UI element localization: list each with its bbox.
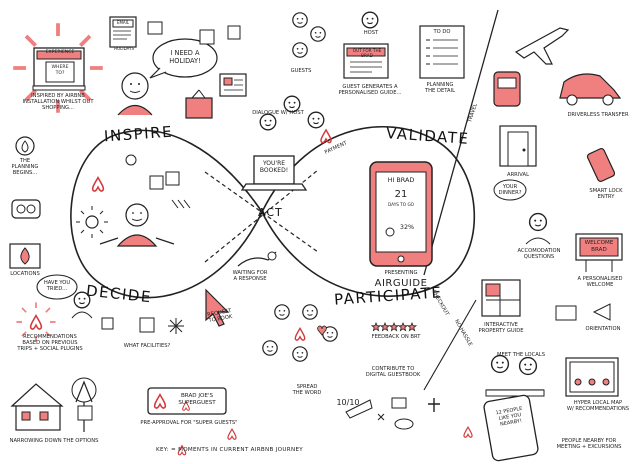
tripadvisor-icon xyxy=(11,199,41,219)
label-accommodation: ACCOMODATION QUESTIONS xyxy=(517,248,561,261)
advisor-person xyxy=(36,274,93,319)
kiosk-where-to: WHERE TO? xyxy=(51,65,69,77)
label-airguide: AIRGUIDE xyxy=(374,278,428,289)
planning-pin-icon xyxy=(15,136,35,156)
label-contribute: CONTRIBUTE TO DIGITAL GUESTBOOK xyxy=(365,366,421,379)
house-options xyxy=(10,377,97,432)
meet-locals-icon xyxy=(485,354,545,397)
question-person xyxy=(493,179,551,245)
label-ad-inspired: INSPIRED BY AIRBNB INSTALLATION WHILST O… xyxy=(22,93,94,112)
label-spread-word: SPREAD THE WORD xyxy=(292,384,322,397)
have-you-tried-text: HAVE YOU TRIED... xyxy=(43,280,71,293)
airguide-phone xyxy=(369,161,433,267)
guestbook-icons xyxy=(345,397,440,430)
calendar-icon xyxy=(125,154,180,190)
phone-date: DAYS TO GO xyxy=(388,202,414,207)
title-inspire: INSPIRE xyxy=(103,122,174,146)
person-dreaming xyxy=(117,38,218,116)
train-icon xyxy=(493,71,521,107)
label-arrival: ARRIVAL xyxy=(507,172,529,178)
label-interactive-guide: INTERACTIVE PROPERTY GUIDE xyxy=(478,322,524,335)
email-card-icon xyxy=(109,16,137,48)
phone-temp: 21 xyxy=(394,189,408,200)
property-map-icon xyxy=(481,279,521,317)
driverless-car-icon xyxy=(559,73,622,106)
label-recommendations: RECOMMENDATIONS BASED ON PREVIOUS TRIPS … xyxy=(17,334,83,353)
holidays-label: HOLIDAYS xyxy=(114,46,134,51)
label-orientation: ORIENTATION xyxy=(585,326,621,332)
label-planning-detail: PLANNING THE DETAIL xyxy=(424,82,455,95)
laptop-booked-text: YOU'RE BOOKED! xyxy=(259,160,289,174)
footer-key: KEY: = MOMENTS IN CURRENT AIRBNB JOURNEY xyxy=(156,447,303,453)
kiosk-experience: EXPERIENCE xyxy=(45,50,75,55)
social-icons xyxy=(147,21,241,45)
orientation-icon xyxy=(555,303,611,321)
superguest-text: BRAD JOE'S SUPERGUEST xyxy=(178,393,216,406)
label-dialogue-host: DIALOGUE W/ HOST xyxy=(252,110,304,116)
people-nearby-phone xyxy=(483,394,539,462)
todo-title: TO DO xyxy=(433,29,451,35)
label-narrowing: NARROWING DOWN THE OPTIONS xyxy=(9,438,99,444)
cursor-icon xyxy=(205,288,230,327)
phone-weather: 32% xyxy=(399,223,415,231)
score-label: 10/10 xyxy=(336,398,360,407)
label-locations: LOCATIONS xyxy=(10,271,40,277)
title-act: ACT xyxy=(258,206,283,219)
infinity-loop xyxy=(70,125,476,299)
label-planning-begins: THE PLANNING BEGINS... xyxy=(11,158,39,177)
label-feedback: FEEDBACK ON BRT xyxy=(371,334,421,340)
label-facilities: WHAT FACILITIES? xyxy=(123,343,171,349)
label-meet-locals: MEET THE LOCALS xyxy=(497,352,545,358)
guests-host-icons xyxy=(292,11,389,79)
hyper-local-map-icon xyxy=(565,357,619,397)
label-personalised-welcome: A PERSONALISED WELCOME xyxy=(577,276,623,289)
label-guests: GUESTS xyxy=(290,68,312,74)
label-pre-approval: PRE-APPROVAL FOR "SUPER GUESTS" xyxy=(140,420,238,426)
spread-word-people xyxy=(262,304,338,362)
airbnb-kiosk-icon xyxy=(11,21,105,115)
label-guest-generates: GUEST GENERATES A PERSONALISED GUIDE... xyxy=(338,84,402,97)
out-for-brad-text: OUT FOR THE BRAD xyxy=(352,48,382,58)
smart-lock-icon xyxy=(586,147,616,183)
divider-line xyxy=(423,9,499,276)
label-host: HOST xyxy=(363,30,379,36)
label-presenting: PRESENTING xyxy=(384,270,418,276)
magazine-icon xyxy=(219,73,247,97)
email-label: EMAIL xyxy=(116,20,130,25)
label-people-nearby: PEOPLE NEARBY FOR MEETING + EXCURSIONS xyxy=(556,438,622,451)
holiday-bubble-text: I NEED A HOLIDAY! xyxy=(169,49,201,65)
welcome-sign-text: WELCOME BRAD xyxy=(584,240,614,253)
label-smart-lock: SMART LOCK ENTRY xyxy=(589,188,623,201)
tv-icon xyxy=(185,89,213,119)
todo-list-icon xyxy=(419,25,465,79)
welcome-sign-icon xyxy=(575,233,623,272)
feedback-stars xyxy=(370,321,418,332)
superguest-card xyxy=(147,387,227,415)
facilities-icons xyxy=(101,317,184,334)
plane-icon xyxy=(514,27,570,65)
your-dinner-text: YOUR DINNER? xyxy=(498,184,522,197)
phone-greeting: HI BRAD xyxy=(387,176,415,184)
happy-traveller xyxy=(76,199,191,247)
label-waiting: WAITING FOR A RESPONSE xyxy=(232,270,268,283)
laptop-booked-icon xyxy=(240,155,308,191)
label-hyper-local: HYPER LOCAL MAP W/ RECOMMENDATIONS xyxy=(566,400,630,413)
door-icon xyxy=(499,125,537,167)
waiting-icon xyxy=(237,251,277,267)
location-icon xyxy=(9,243,41,269)
label-driverless: DRIVERLESS TRANSFER xyxy=(567,112,629,118)
